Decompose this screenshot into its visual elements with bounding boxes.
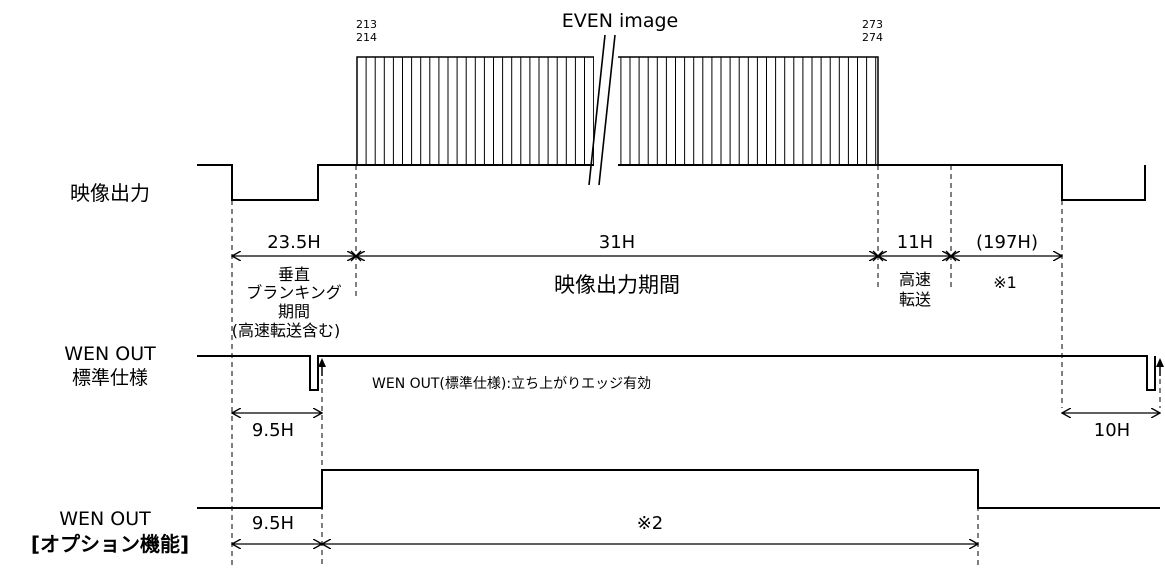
guide-lines	[231, 165, 1161, 565]
note-2-marker: ※2	[637, 513, 664, 534]
interval-label-fast: 11H	[897, 232, 933, 253]
wen-edge-note: WEN OUT(標準仕様):立ち上がりエッジ有効	[372, 376, 651, 392]
wen-delay-label: 9.5H	[252, 420, 294, 441]
wen-out-standard-waveform	[197, 355, 1156, 391]
line-number-213: 213	[356, 18, 377, 31]
blank-desc-line2: ブランキング	[246, 283, 342, 302]
rising-edge-arrowhead-2	[1156, 358, 1164, 367]
break-gap	[594, 35, 618, 187]
line-number-273: 273	[862, 18, 883, 31]
row-label-wen-out-std: WEN OUT	[64, 343, 156, 365]
cross-mark-fast-end	[945, 250, 957, 262]
blank-desc-line3: 期間	[278, 302, 310, 321]
cross-mark-output-start	[350, 250, 362, 262]
diagram-title: EVEN image	[562, 10, 678, 32]
cross-mark-output-end	[872, 250, 884, 262]
note-1-marker: ※1	[993, 273, 1017, 292]
interval-cross-marks	[350, 250, 957, 262]
line-number-274: 274	[862, 31, 883, 44]
horizontal-line-pulses	[365, 57, 877, 165]
opt-delay-label: 9.5H	[252, 513, 294, 534]
fast-desc-line2: 転送	[899, 290, 931, 309]
wen-out-option-waveform	[197, 469, 1160, 509]
interval-label-rest: (197H)	[976, 232, 1038, 253]
row-label-standard-spec: 標準仕様	[72, 367, 148, 389]
blank-desc-line4: (高速転送含む)	[232, 321, 341, 340]
interval-label-blank: 23.5H	[267, 232, 321, 253]
break-mark-right	[598, 34, 616, 186]
output-period-label: 映像出力期間	[554, 273, 680, 297]
fast-desc-line1: 高速	[899, 270, 931, 289]
video-output-waveform	[197, 164, 1146, 201]
wen-tail-label: 10H	[1094, 420, 1130, 441]
break-mark-left	[588, 34, 606, 186]
row-label-video-output: 映像出力	[70, 181, 150, 205]
line-number-214: 214	[356, 31, 377, 44]
blank-desc-line1: 垂直	[278, 265, 310, 284]
interval-label-output: 31H	[599, 232, 635, 253]
rising-edge-arrowhead-1	[318, 358, 326, 367]
row-label-wen-out-opt: WEN OUT	[59, 508, 151, 530]
row-label-option-function: [オプション機能]	[31, 532, 189, 556]
